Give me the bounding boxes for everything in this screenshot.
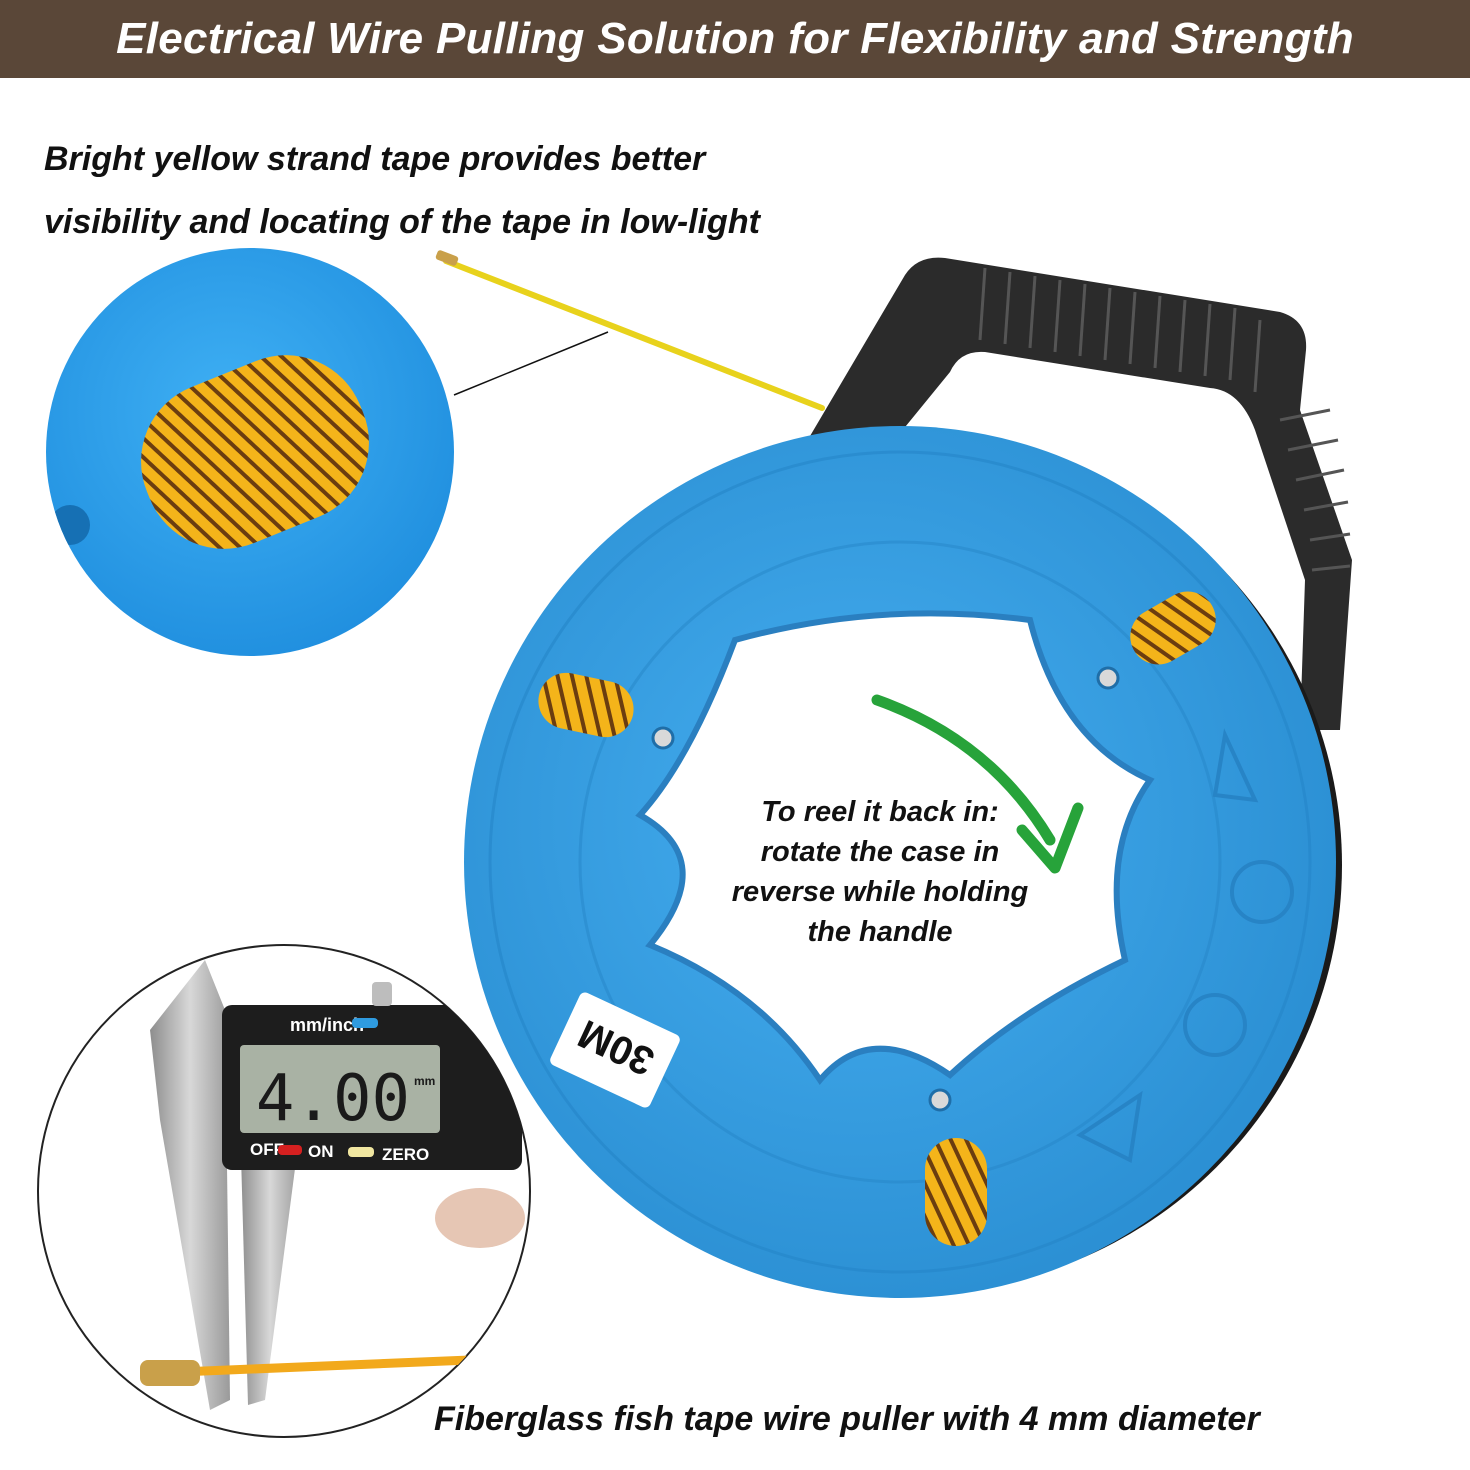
reel-instructions-line1: To reel it back in: <box>761 796 999 828</box>
banner-title: Electrical Wire Pulling Solution for Fle… <box>116 14 1354 63</box>
reel-handle <box>790 257 1352 730</box>
reel-screw <box>651 666 1120 1112</box>
reel-case <box>464 426 1342 1298</box>
visibility-callout-line2: visibility and locating of the tape in l… <box>44 203 760 241</box>
caliper-off-label: OFF <box>250 1140 284 1159</box>
caliper-unit-button: mm/inch <box>290 1015 364 1035</box>
tape-window-left <box>538 672 634 738</box>
tape-window-bottom <box>925 1138 987 1246</box>
visibility-callout-line1: Bright yellow strand tape provides bette… <box>44 140 706 178</box>
reel-instructions: To reel it back in: rotate the case in r… <box>690 792 1070 952</box>
caliper-inset: 4.00 mm mm/inch OFF ON ZERO <box>37 944 531 1438</box>
caliper-reading: 4.00 <box>256 1062 410 1136</box>
fish-tape-wire <box>435 250 825 411</box>
molded-warning-icon <box>1076 728 1294 1164</box>
reel-instructions-line2: rotate the case in <box>760 836 1000 868</box>
zoom-inset-window <box>46 248 609 656</box>
caliper-reading-unit: mm <box>414 1074 435 1088</box>
caliper-zero-label: ZERO <box>382 1145 429 1164</box>
reel-instructions-line4: the handle <box>807 916 953 948</box>
tape-window-right <box>1130 591 1216 665</box>
diameter-callout: Fiberglass fish tape wire puller with 4 … <box>434 1400 1260 1438</box>
rotate-arrow-icon <box>871 694 1084 874</box>
header-banner: Electrical Wire Pulling Solution for Fle… <box>0 0 1470 78</box>
caliper-on-label: ON <box>308 1142 334 1161</box>
reel-instructions-line3: reverse while holding <box>731 876 1029 908</box>
visibility-callout: Bright yellow strand tape provides bette… <box>44 128 760 254</box>
length-sticker: 30M <box>550 992 680 1108</box>
